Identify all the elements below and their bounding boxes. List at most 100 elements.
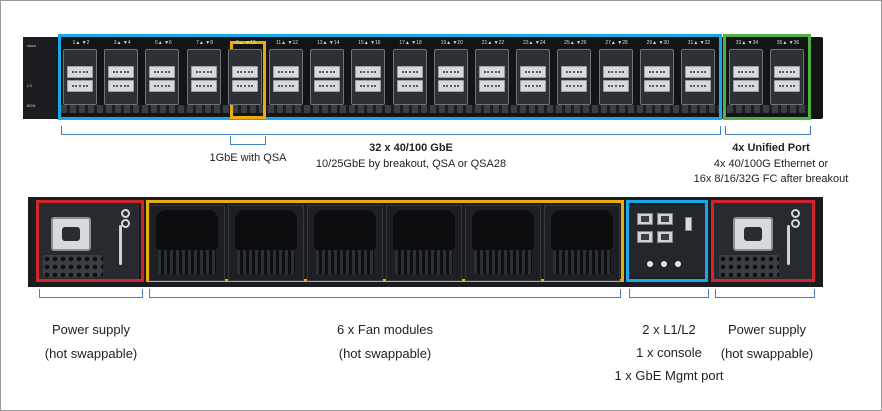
port-number-label: 5▲ ▼6 bbox=[154, 40, 172, 46]
power-supply-right bbox=[713, 203, 815, 281]
qsfp-port bbox=[231, 66, 258, 78]
qsfp-port bbox=[643, 66, 670, 78]
qsfp-port bbox=[67, 80, 93, 92]
qsfp-port bbox=[273, 80, 299, 92]
port-number-label: 13▲ ▼14 bbox=[316, 40, 340, 46]
qsfp-port bbox=[355, 66, 382, 78]
power-supply-right-highlight bbox=[711, 200, 815, 282]
qsfp-port-cage: 17▲ ▼18 bbox=[392, 40, 427, 105]
qsfp-port-cage: 29▲ ▼30 bbox=[639, 40, 674, 105]
qsa-label: 1GbE with QSA bbox=[209, 152, 287, 164]
mgmt-line1: 2 x L1/L2 bbox=[642, 322, 696, 337]
port-number-label: 3▲ ▼4 bbox=[113, 40, 131, 46]
qsfp-port-cage: 9▲ ▼10 bbox=[227, 40, 262, 105]
qsfp-port-cage: 1▲ ▼2 bbox=[63, 40, 97, 105]
mgmt-line2: 1 x console bbox=[636, 345, 702, 360]
qsfp-port-cage: 25▲ ▼26 bbox=[557, 40, 592, 105]
qsfp-port bbox=[231, 80, 258, 92]
qsfp-port bbox=[108, 66, 135, 78]
fan-handle-icon bbox=[314, 210, 376, 250]
brand-strip: cisco LS BCN bbox=[23, 37, 57, 119]
port-number-label: 25▲ ▼26 bbox=[564, 40, 587, 46]
qsfp-port-cage: 19▲ ▼20 bbox=[433, 40, 468, 105]
qsfp-port-cage: 11▲ ▼12 bbox=[269, 40, 303, 105]
mgmt-bracket bbox=[629, 289, 709, 298]
qsfp-port bbox=[437, 80, 464, 92]
management-highlight bbox=[626, 200, 708, 282]
management-module bbox=[629, 205, 707, 277]
power-left-bracket bbox=[39, 289, 143, 298]
qsfp-port-cage: 5▲ ▼6 bbox=[145, 40, 180, 105]
qsfp-port bbox=[190, 66, 217, 78]
psu-handle-icon bbox=[787, 225, 790, 265]
qsfp-port bbox=[479, 80, 505, 92]
qsfp-port bbox=[733, 80, 759, 92]
l2-port-icon bbox=[657, 213, 673, 225]
main-ports-highlight bbox=[58, 34, 722, 120]
psu-thumbscrew-icon bbox=[121, 209, 130, 218]
fan-module bbox=[465, 205, 541, 281]
status-led-label: LS bbox=[27, 83, 32, 88]
fan-module bbox=[307, 205, 383, 281]
qsfp-port bbox=[774, 66, 800, 78]
port-number-label: 31▲ ▼32 bbox=[687, 40, 711, 46]
main-ports-title: 32 x 40/100 GbE bbox=[369, 142, 453, 154]
fan-vent-grille bbox=[553, 250, 611, 274]
fan-module bbox=[149, 205, 225, 281]
qsfp-port bbox=[733, 66, 759, 78]
fans-line1: 6 x Fan modules bbox=[336, 322, 434, 337]
fan-vent-grille bbox=[474, 250, 532, 274]
unified-line2: 16x 8/16/32G FC after breakout bbox=[693, 173, 849, 185]
qsfp-port bbox=[190, 80, 217, 92]
power-inlet-icon bbox=[51, 217, 91, 251]
fan-vent-grille bbox=[316, 250, 374, 274]
power-left-line1: Power supply bbox=[51, 322, 131, 337]
qsfp-port bbox=[108, 80, 135, 92]
qsfp-port bbox=[643, 80, 670, 92]
port-number-label: 29▲ ▼30 bbox=[646, 40, 669, 46]
fan-handle-icon bbox=[156, 210, 218, 250]
psu-handle-icon bbox=[119, 225, 122, 265]
status-led-icon bbox=[675, 261, 681, 267]
qsfp-port-cage: 23▲ ▼24 bbox=[516, 40, 551, 105]
qsfp-port-cage: 31▲ ▼32 bbox=[681, 40, 715, 105]
usb-port-icon bbox=[685, 217, 692, 231]
psu-thumbscrew-icon bbox=[791, 219, 800, 228]
unified-ports-bracket bbox=[725, 126, 811, 135]
status-led-icon bbox=[647, 261, 653, 267]
fan-vent-grille bbox=[158, 250, 216, 274]
qsfp-port bbox=[355, 80, 382, 92]
port-number-label: 17▲ ▼18 bbox=[399, 40, 422, 46]
port-number-label: 27▲ ▼28 bbox=[605, 40, 628, 46]
mgmt-line3: 1 x GbE Mgmt port bbox=[614, 368, 724, 383]
status-led-icon bbox=[661, 261, 667, 267]
fan-vent-grille bbox=[395, 250, 453, 274]
fans-bracket bbox=[149, 289, 621, 298]
fan-module bbox=[544, 205, 620, 281]
beacon-led-label: BCN bbox=[27, 103, 36, 108]
qsfp-port bbox=[314, 80, 341, 92]
port-number-label: 15▲ ▼16 bbox=[358, 40, 381, 46]
qsfp-port bbox=[149, 80, 176, 92]
qsfp-port-cage: 27▲ ▼28 bbox=[598, 40, 633, 105]
power-right-bracket bbox=[715, 289, 815, 298]
psu-thumbscrew-icon bbox=[791, 209, 800, 218]
port-number-label: 23▲ ▼24 bbox=[522, 40, 546, 46]
qsfp-port-cage: 21▲ ▼22 bbox=[475, 40, 509, 105]
qsfp-port-cage: 15▲ ▼16 bbox=[351, 40, 386, 105]
unified-line1: 4x 40/100G Ethernet or bbox=[713, 158, 829, 170]
qsfp-port bbox=[561, 80, 588, 92]
qsfp-port bbox=[561, 66, 588, 78]
fan-vent-grille bbox=[237, 250, 295, 274]
fan-handle-icon bbox=[393, 210, 455, 250]
fans-highlight bbox=[146, 200, 624, 282]
unified-ports-highlight bbox=[723, 34, 811, 120]
port-number-label: 33▲ ▼34 bbox=[735, 40, 759, 46]
power-supply-left-highlight bbox=[36, 200, 144, 282]
qsfp-port bbox=[396, 80, 423, 92]
qsfp-port bbox=[149, 66, 176, 78]
port-number-label: 19▲ ▼20 bbox=[440, 40, 463, 46]
qsfp-port bbox=[685, 66, 711, 78]
fans-line2: (hot swappable) bbox=[338, 346, 432, 361]
